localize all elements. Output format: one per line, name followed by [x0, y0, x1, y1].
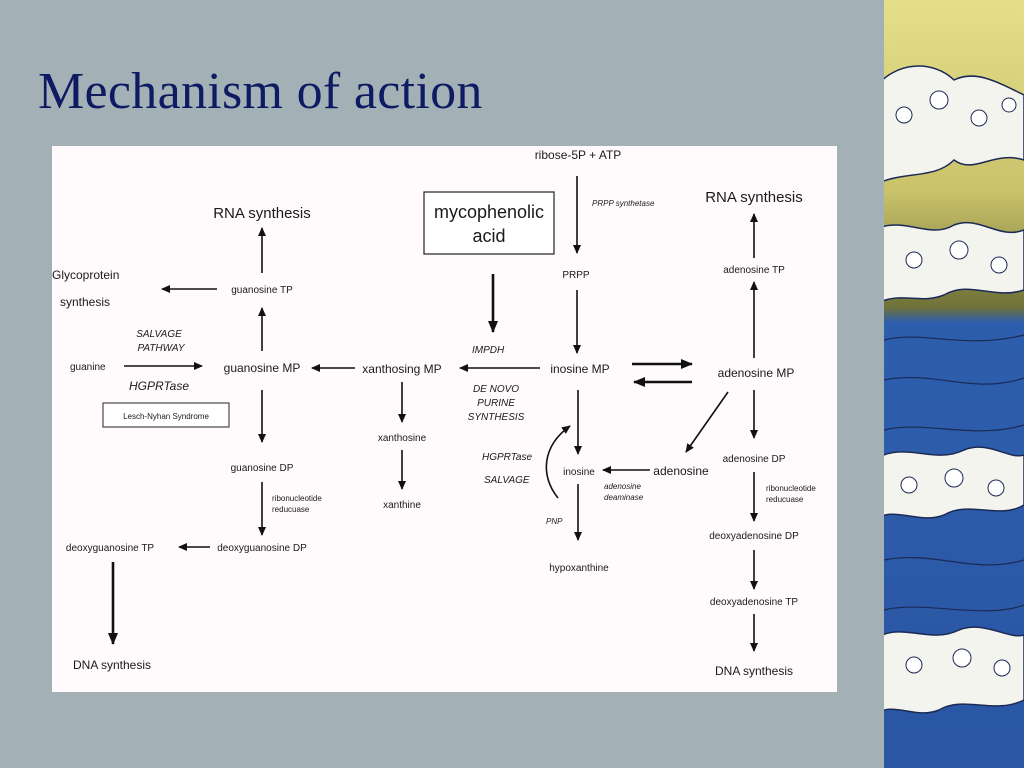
lesch-nyhan-box — [102, 402, 230, 428]
adenosine-dp-label: adenosine DP — [723, 454, 786, 465]
salvage-left-label: SALVAGE — [136, 329, 182, 340]
reducuase-left-label: reducuase — [272, 505, 310, 514]
reducuase-right-label: reducuase — [766, 495, 804, 504]
deoxyadenosine-tp-label: deoxyadenosine TP — [710, 597, 799, 608]
salvage-mid-label: SALVAGE — [484, 475, 530, 486]
ribonucleotide-left-label: ribonucleotide — [272, 494, 322, 503]
impdh-label: IMPDH — [472, 345, 505, 356]
purine-label: PURINE — [477, 398, 515, 409]
deoxyguanosine-dp-label: deoxyguanosine DP — [217, 543, 307, 554]
dna-synthesis-left-label: DNA synthesis — [73, 658, 151, 672]
rna-synthesis-left-label: RNA synthesis — [213, 205, 311, 222]
guanosine-dp-label: guanosine DP — [231, 463, 294, 474]
arrow-adenosine-mp-to-adenosine — [685, 391, 729, 453]
xanthosine-label: xanthosine — [378, 433, 427, 444]
prpp-label: PRPP — [562, 270, 590, 281]
mycophenolic-acid-box — [423, 191, 555, 255]
prpp-synthetase-label: PRPP synthetase — [592, 199, 655, 208]
pathway-figure: ribose-5P + ATP PRPP synthetase PRPP myc… — [52, 146, 837, 692]
deoxyguanosine-tp-label: deoxyguanosine TP — [66, 543, 155, 554]
adenosine-label: adenosine — [653, 464, 709, 478]
hgprtase-left-label: HGPRTase — [129, 379, 189, 393]
adenosine-tp-label: adenosine TP — [723, 265, 785, 276]
ribose-5p-atp-label: ribose-5P + ATP — [535, 148, 622, 162]
adenosine-deaminase-2-label: deaminase — [604, 493, 644, 502]
hypoxanthine-label: hypoxanthine — [549, 563, 609, 574]
de-novo-label: DE NOVO — [473, 384, 519, 395]
inosine-mp-label: inosine MP — [550, 362, 609, 376]
pathway-diagram: ribose-5P + ATP PRPP synthetase PRPP myc… — [52, 148, 816, 678]
wave-decoration — [884, 0, 1024, 768]
adenosine-deaminase-1-label: adenosine — [604, 482, 641, 491]
acid-label: acid — [472, 226, 505, 246]
synthesis-label: SYNTHESIS — [468, 412, 525, 423]
pathway-label: PATHWAY — [137, 343, 185, 354]
dna-synthesis-right-label: DNA synthesis — [715, 664, 793, 678]
adenosine-mp-label: adenosine MP — [718, 366, 795, 380]
mycophenolic-label: mycophenolic — [434, 202, 544, 222]
arrow-inosine-salvage-to-inosine-mp — [545, 425, 571, 499]
glycoprotein-synthesis-label: synthesis — [60, 295, 110, 309]
xanthine-label: xanthine — [383, 500, 421, 511]
pnp-label: PNP — [546, 517, 563, 526]
deoxyadenosine-dp-label: deoxyadenosine DP — [709, 531, 799, 542]
inosine-label: inosine — [563, 467, 595, 478]
lesch-nyhan-label: Lesch-Nyhan Syndrome — [123, 412, 209, 421]
hgprtase-mid-label: HGPRTase — [482, 452, 532, 463]
ribonucleotide-right-label: ribonucleotide — [766, 484, 816, 493]
xanthosine-mp-label: xanthosing MP — [362, 362, 441, 376]
guanine-label: guanine — [70, 362, 106, 373]
glycoprotein-label: Glycoprotein — [52, 268, 119, 282]
slide-title: Mechanism of action — [38, 63, 483, 120]
guanosine-tp-label: guanosine TP — [231, 285, 293, 296]
rna-synthesis-right-label: RNA synthesis — [705, 189, 803, 206]
guanosine-mp-label: guanosine MP — [224, 361, 301, 375]
